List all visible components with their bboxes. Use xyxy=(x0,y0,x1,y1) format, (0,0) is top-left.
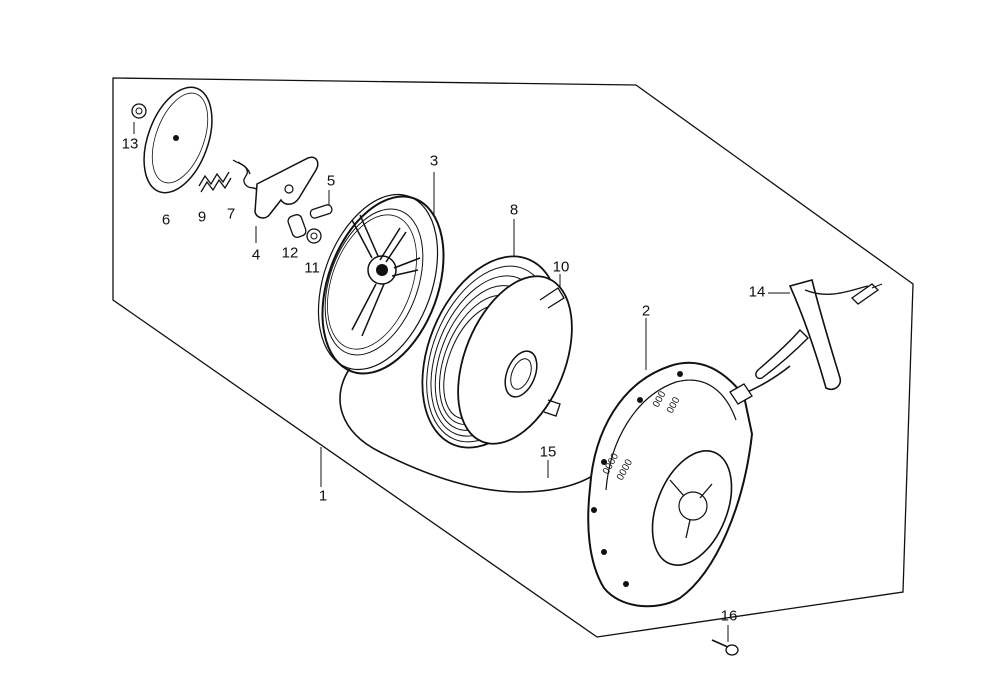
pawl-hole xyxy=(284,184,294,194)
pin-part xyxy=(309,204,333,219)
spring-cover-part xyxy=(457,275,573,445)
callout-2: 2 xyxy=(641,302,651,320)
friction-spring-part xyxy=(198,171,232,193)
callout-15: 15 xyxy=(539,443,557,461)
callout-6: 6 xyxy=(161,211,171,229)
callout-5: 5 xyxy=(326,172,336,190)
rope-guide xyxy=(729,383,753,405)
reel-part xyxy=(317,193,445,375)
callout-3: 3 xyxy=(429,152,439,170)
washer-plate-part xyxy=(143,86,213,194)
callout-7: 7 xyxy=(226,205,236,223)
callout-4: 4 xyxy=(251,246,261,264)
collar-part xyxy=(287,214,307,238)
callout-11: 11 xyxy=(304,259,320,277)
bolt-part xyxy=(711,639,739,656)
starter-grip-part xyxy=(755,279,883,391)
callout-8: 8 xyxy=(509,201,519,219)
callout-9: 9 xyxy=(197,208,207,226)
callout-1: 1 xyxy=(318,487,328,505)
starter-case-part: 0000 0000 000 000 xyxy=(587,361,754,608)
case-bolt-holes xyxy=(591,371,683,587)
starter-rope-part xyxy=(339,367,599,493)
callout-10: 10 xyxy=(552,258,570,276)
callout-12: 12 xyxy=(281,244,299,262)
nut-part xyxy=(131,103,147,119)
small-washer-part xyxy=(306,228,322,244)
callout-14: 14 xyxy=(748,283,766,301)
pawl-spring-part xyxy=(232,159,258,191)
assembly-boundary xyxy=(112,77,914,638)
callout-13: 13 xyxy=(121,135,139,153)
callout-16: 16 xyxy=(720,607,738,625)
